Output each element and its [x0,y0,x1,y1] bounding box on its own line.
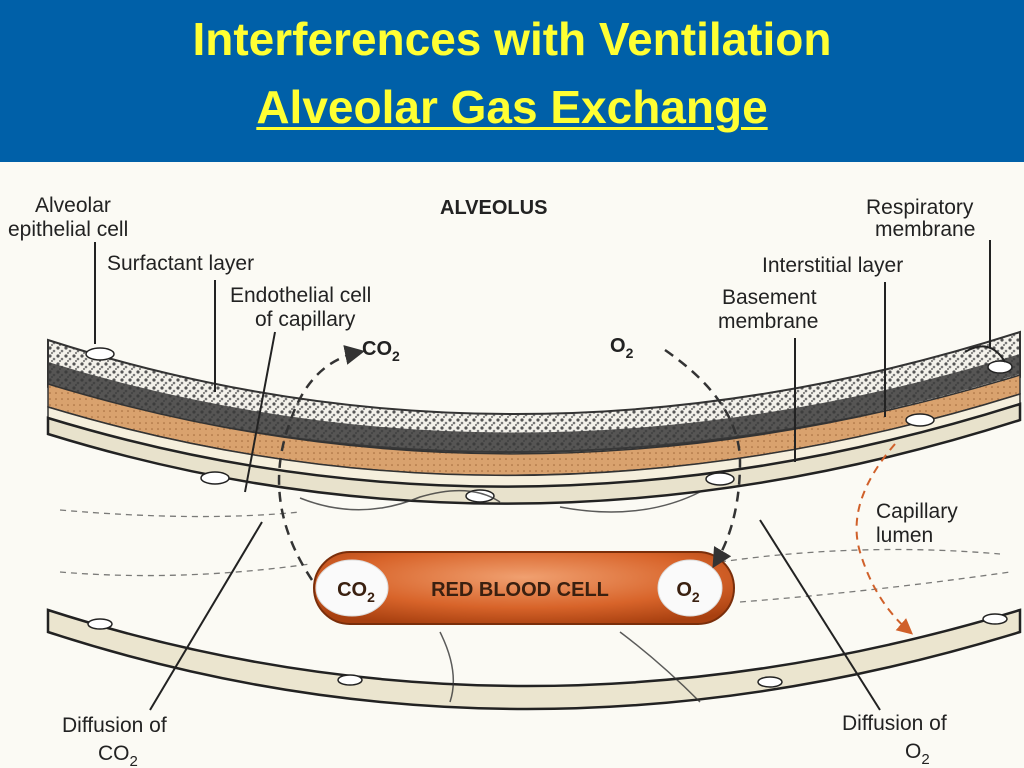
red-blood-cell: CO2 RED BLOOD CELL O2 [313,551,735,625]
slide-title: Interferences with Ventilation [192,13,832,65]
label-diffusion-co2: Diffusion of CO2 [62,714,173,768]
alveolar-wall [46,330,1022,505]
plasma-lines [59,509,1011,603]
label-diffusion-o2: Diffusion of O2 [842,712,953,768]
capillary-wall [46,608,1022,711]
alveolar-diagram: CO2 RED BLOOD CELL O2 CO2 O2 ALVEOLUS Al… [8,194,1022,768]
label-interstitial-layer: Interstitial layer [762,254,903,277]
slide-subtitle: Alveolar Gas Exchange [0,80,1024,134]
alveolus-heading: ALVEOLUS [440,197,547,219]
leader-lines [94,240,1006,711]
alveolus-co2-label: CO2 [362,338,400,364]
co2-diffusion-arrow [277,345,365,581]
alveolus-o2-label: O2 [610,335,634,361]
label-alveolar-epithelial-cell: Alveolar epithelial cell [8,194,128,241]
rbc-co2-label: CO2 [337,579,375,605]
cell-nuclei [85,347,1013,503]
rbc-o2-label: O2 [676,579,700,605]
diagram-panel: CO2 RED BLOOD CELL O2 CO2 O2 ALVEOLUS Al… [0,162,1024,768]
label-surfactant-layer: Surfactant layer [107,252,254,275]
rbc-o2-bubble [657,559,723,617]
rbc-co2-bubble [315,559,389,617]
capillary-flow-arrow [855,443,914,635]
slide-subtitle-text: Alveolar Gas Exchange [256,81,768,133]
label-capillary-lumen: Capillary lumen [876,500,964,547]
label-basement-membrane: Basement membrane [718,286,822,333]
rbc-label: RED BLOOD CELL [431,579,609,601]
o2-diffusion-arrow [664,348,742,569]
title-bar: Interferences with Ventilation Alveolar … [0,0,1024,160]
label-endothelial-cell: Endothelial cell of capillary [230,284,377,331]
label-respiratory-membrane: Respiratory membrane [866,196,979,241]
